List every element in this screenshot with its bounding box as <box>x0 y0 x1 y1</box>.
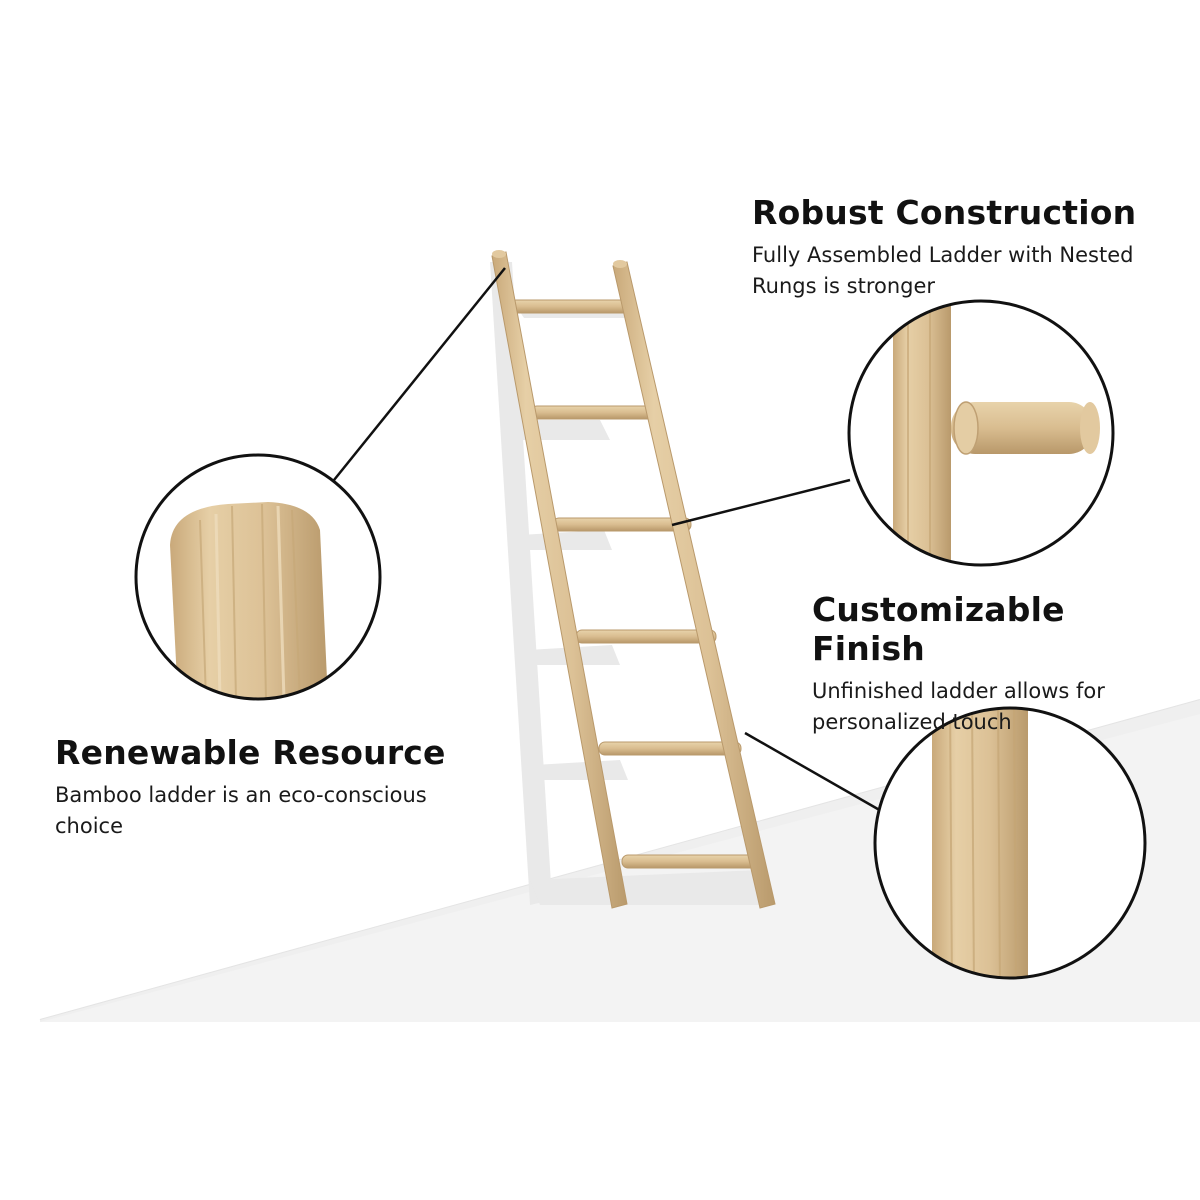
ladder-rung <box>598 741 742 756</box>
zoom-circle-custom <box>873 706 1147 980</box>
feature-title: Customizable Finish <box>812 590 1065 668</box>
bamboo-ladder <box>491 250 776 909</box>
zoom-circle-robust <box>847 299 1115 567</box>
ladder-wall-shadow <box>490 262 770 905</box>
bottom-whitespace <box>0 1022 1200 1200</box>
feature-renewable-resource: Renewable Resource Bamboo ladder is an e… <box>55 733 475 842</box>
feature-robust-construction: Robust Construction Fully Assembled Ladd… <box>752 193 1182 302</box>
ladder-rung <box>575 629 717 644</box>
ladder-rung <box>552 517 692 532</box>
feature-customizable-finish: Customizable Finish Unfinished ladder al… <box>812 590 1182 738</box>
callout-line-renewable <box>329 267 506 486</box>
ladder-rung <box>530 405 662 420</box>
feature-description: Fully Assembled Ladder with Nested Rungs… <box>752 243 1134 298</box>
callout-line-custom <box>744 731 884 814</box>
zoom-circle-renewable <box>134 453 382 701</box>
feature-description: Unfinished ladder allows for personalize… <box>812 679 1105 734</box>
ladder-rung <box>509 299 633 314</box>
ladder-rungs <box>509 299 765 869</box>
feature-description: Bamboo ladder is an eco-conscious choice <box>55 783 427 838</box>
ladder-rung <box>621 854 765 869</box>
feature-title: Renewable Resource <box>55 733 446 772</box>
ladder-right-rail <box>612 261 776 909</box>
feature-title: Robust Construction <box>752 193 1137 232</box>
callout-line-robust <box>671 478 851 527</box>
